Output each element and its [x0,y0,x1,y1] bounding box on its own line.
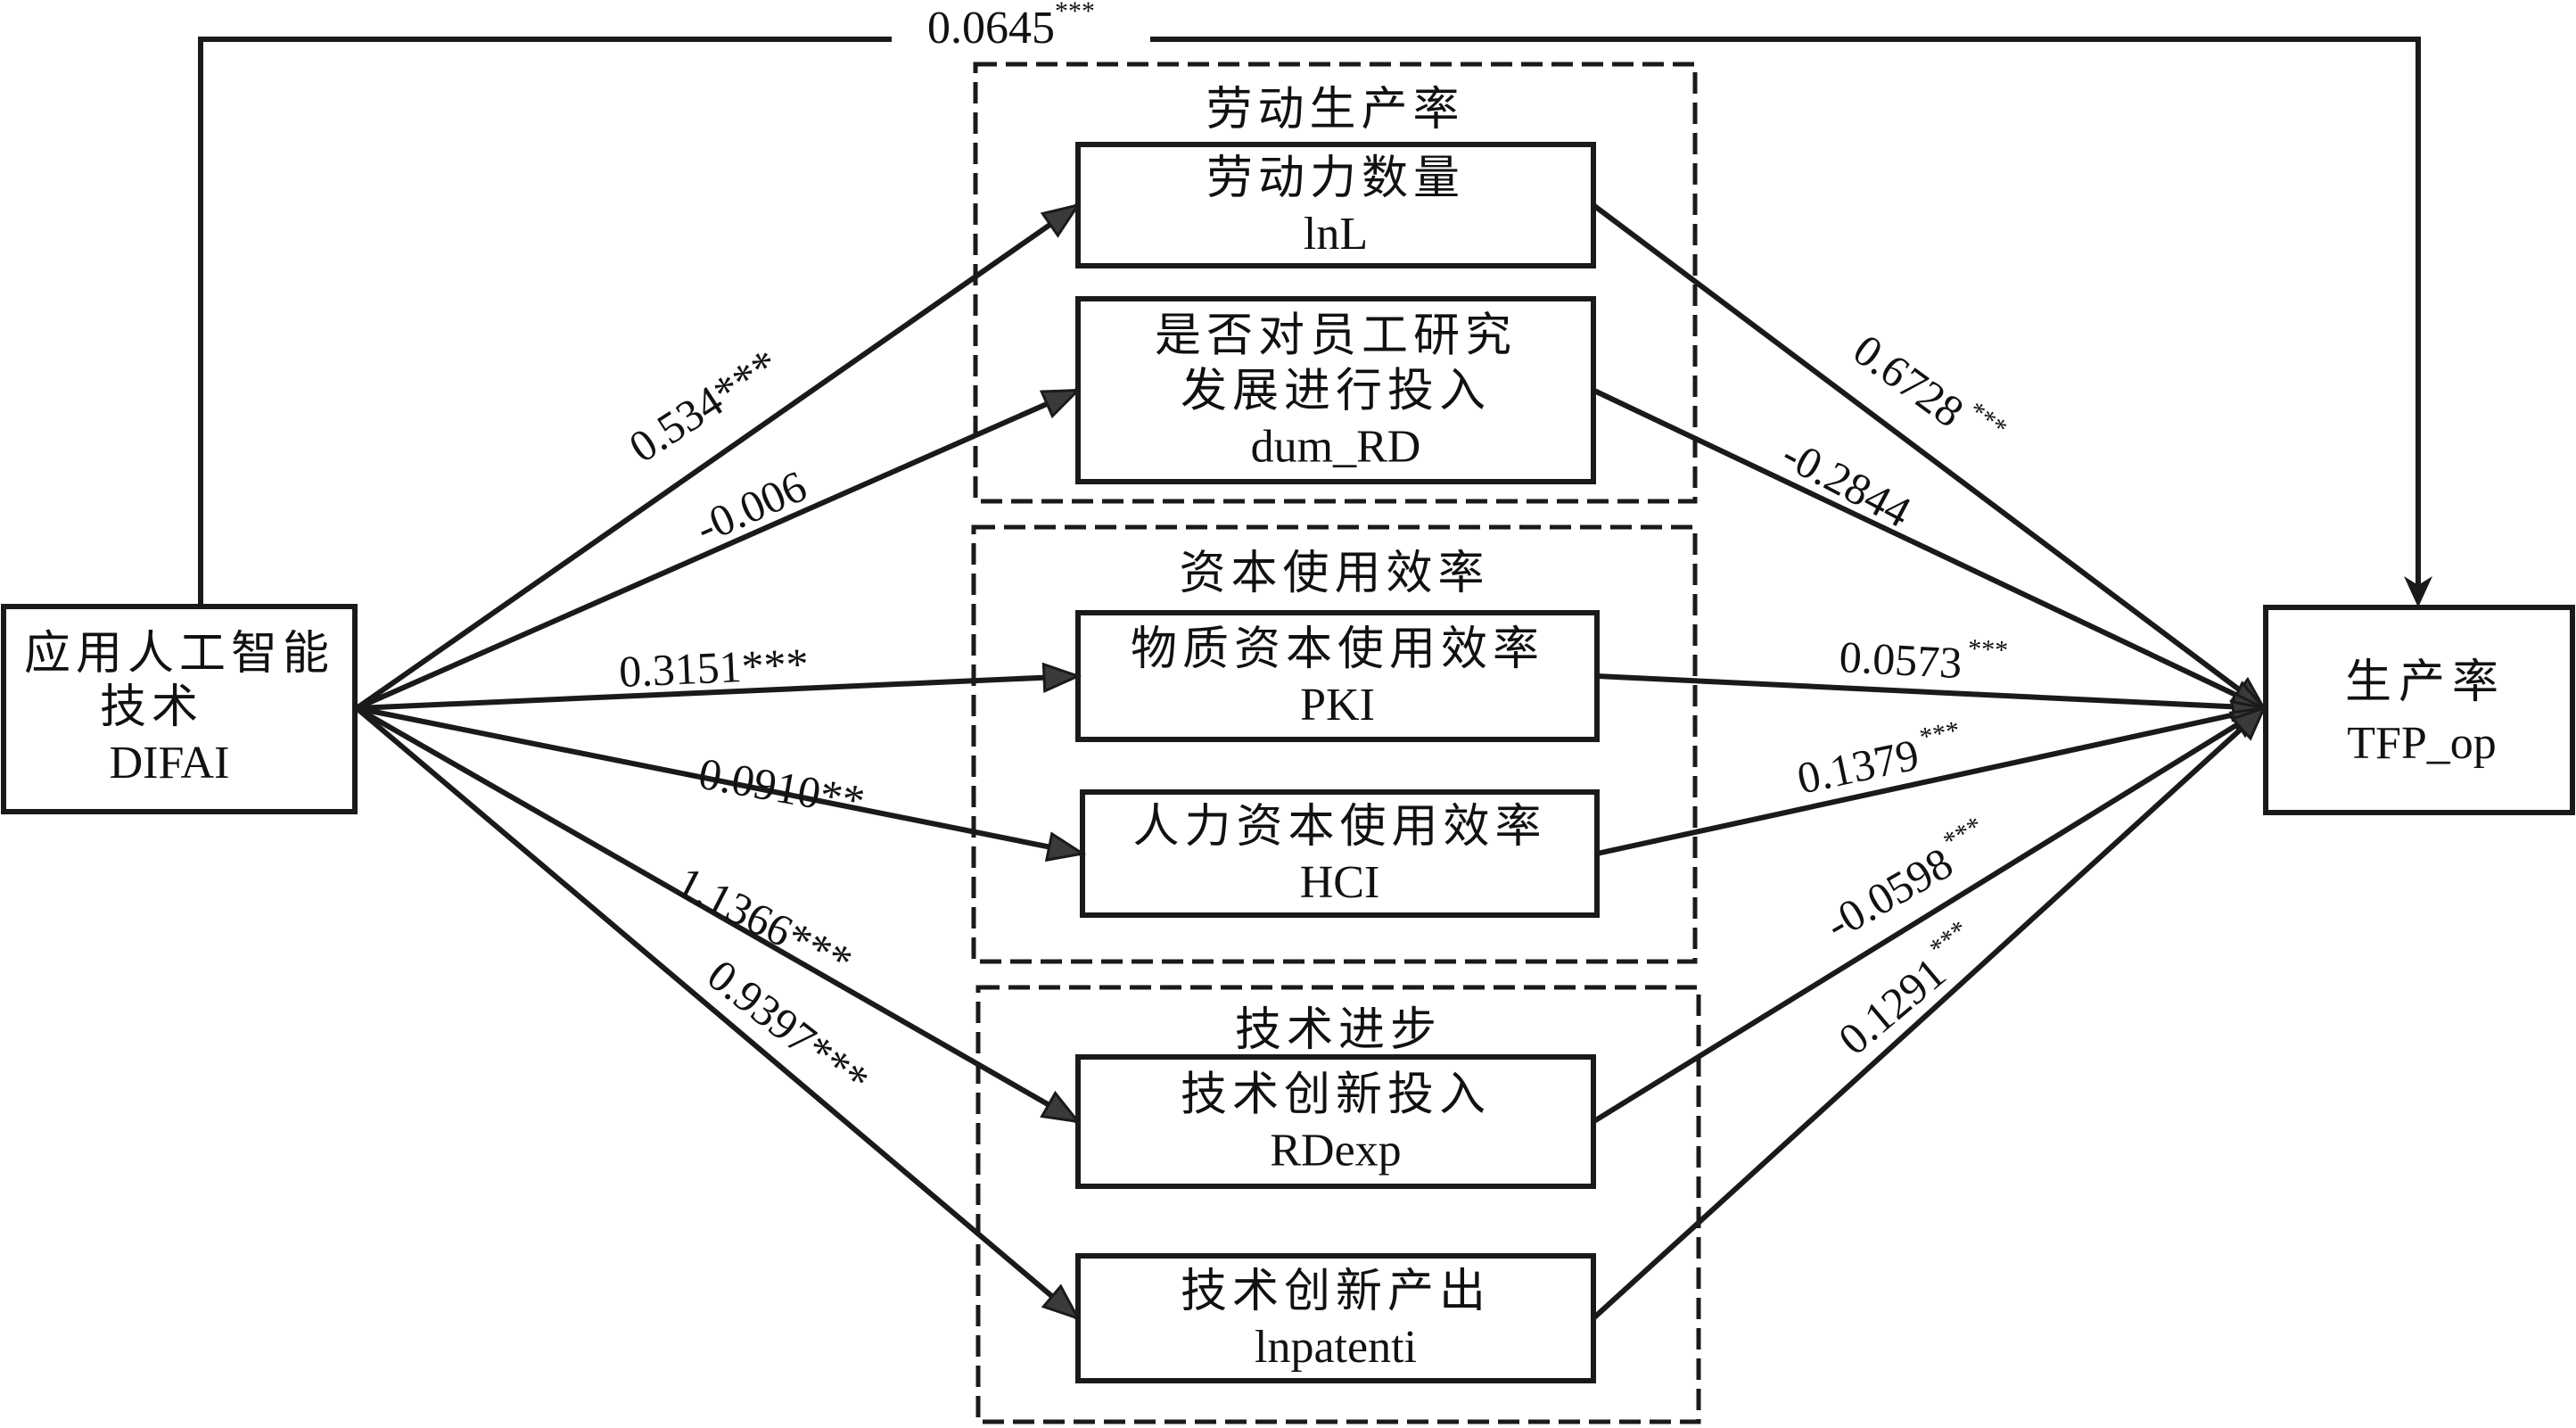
a-path-coefficient-value: -0.006 [688,460,814,553]
direct-effect-line-right [1150,37,2421,589]
mediator-box [1075,1054,1596,1189]
a-path-line [355,706,1080,1125]
mediator-label: 技术创新产出 [1181,1265,1491,1318]
b-path-coefficient-value: 0.6728 [1845,325,1973,437]
a-path-coefficient-value: -0.0910 [680,746,825,819]
mediator-label: 物质资本使用效率 [1131,623,1544,676]
mediator-box [1075,1253,1596,1383]
direct-effect-coef: 0.0645 [927,3,1055,54]
a-path-coefficient: 0.534*** [620,339,787,472]
source-box [1,604,358,814]
b-path-coefficient-significance: *** [1938,811,1988,856]
a-path-coefficient: 1.1366*** [669,856,860,986]
b-path-line [1596,673,2265,711]
b-path-arrowhead [2230,706,2267,741]
direct-effect-path: 0.0645*** [198,0,2432,607]
source-label-line1: 应用人工智能 [24,627,334,681]
direct-effect-line-left [198,37,892,607]
a-path-line [356,673,1079,711]
b-path-coefficient-significance: *** [1967,634,2009,665]
b-path-coefficient: -0.2844 [1774,428,1919,537]
target-code: TFP_op [2347,718,2497,769]
group-dashed-border [973,62,1698,504]
source-node: 应用人工智能 技术 DIFAI [1,604,358,814]
a-path-coefficient: 0.9397*** [698,950,878,1106]
a-path-arrowhead [1041,662,1082,693]
group-dashed-border [975,985,1701,1424]
mediator-label: 人力资本使用效率 [1132,800,1546,854]
target-box [2263,605,2575,815]
b-path-line [1592,202,2266,711]
b-path-coefficient-value: 0.0573 [1838,631,1963,688]
b-path-coefficient-value: -0.2844 [1774,428,1919,537]
a-path-coefficient-significance: *** [740,639,809,691]
group-dashed-border [971,524,1698,964]
a-path-arrowhead [1041,1284,1082,1321]
mediator-code: PKI [1300,680,1375,731]
a-path-line [355,706,1080,1321]
group-title: 资本使用效率 [1179,547,1489,600]
b-path-line [1591,706,2267,1321]
b-path-coefficient-significance: *** [1917,715,1963,753]
a-path-coefficient-value: 1.1366 [669,856,801,956]
b-path-coefficient-significance: *** [1963,396,2012,443]
source-code: DIFAI [110,738,230,788]
b-path-line [1592,387,2266,711]
mediator-label: 是否对员工研究 [1155,310,1517,363]
a-path-coefficient: -0.006 [688,460,814,553]
group-title: 技术进步 [1235,1003,1442,1057]
a-path-arrowhead [1040,1090,1082,1124]
a-path-arrowhead [1040,202,1082,238]
b-path-line [1596,706,2265,856]
mediator-code: dum_RD [1251,422,1421,473]
mediator-label: 劳动力数量 [1206,152,1465,205]
a-path-coefficient-significance: ** [816,769,868,826]
mediator-code: RDexp [1270,1126,1401,1176]
mediator-label: 技术创新投入 [1181,1069,1491,1122]
mediator-code: lnpatenti [1255,1322,1417,1373]
a-path-coefficient: 0.3151*** [618,639,810,697]
b-path-coefficient: 0.0573*** [1838,627,2008,690]
direct-effect-arrowhead [2404,576,2432,607]
b-path-line [1592,706,2266,1125]
b-path-coefficient-significance: *** [1924,915,1974,963]
mediator-box [1075,610,1600,742]
b-path-coefficient: 0.6728*** [1845,321,2012,464]
a-path-line [355,202,1080,711]
target-label: 生产率 [2345,656,2506,709]
source-label-line2: 技术 [100,681,203,734]
a-path-line [355,387,1080,711]
mediator-label: 发展进行投入 [1181,365,1491,418]
a-path-coefficient-value: 0.3151 [618,641,743,697]
direct-effect-sig: *** [1055,0,1095,26]
direct-effect-label: 0.0645*** [927,0,1095,54]
target-node: 生产率 TFP_op [2263,605,2575,815]
mediator-code: lnL [1304,209,1368,260]
b-path-coefficient-value: 0.1379 [1793,729,1923,803]
a-path-arrowhead [1044,831,1087,863]
a-path-coefficient: -0.0910** [680,746,868,827]
mediator-box [1080,789,1600,918]
a-path-line [356,706,1083,856]
mediator-code: HCI [1300,857,1380,908]
group-title: 劳动生产率 [1206,83,1464,136]
a-path-arrowhead [1039,388,1082,419]
